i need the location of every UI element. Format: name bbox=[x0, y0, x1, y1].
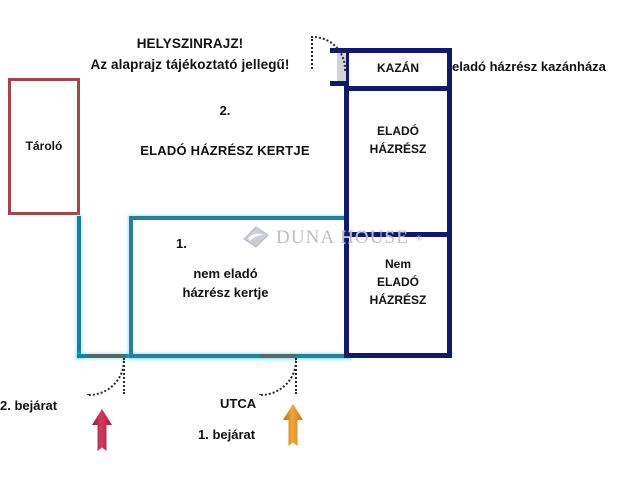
door-swing-arc-boiler-icon bbox=[311, 36, 346, 71]
garden1-label-line2: házrész kertje bbox=[182, 284, 269, 300]
door-leaf-entry1-icon bbox=[295, 358, 297, 394]
room-label-not-for-sale-line1: Nem bbox=[384, 257, 411, 271]
wall-divider-boiler bbox=[344, 86, 452, 91]
room-label-not-for-sale-line2: ELADÓ bbox=[377, 275, 419, 289]
entry1-label: 1. bejárat bbox=[198, 427, 256, 442]
garden1-label: nem eladó házrész kertje bbox=[143, 265, 308, 303]
entry1-arrow-icon bbox=[283, 404, 303, 446]
garden2-number: 2. bbox=[219, 103, 231, 118]
boiler-annotation: eladó házrész kazánháza bbox=[452, 59, 606, 74]
garden2-left-wall bbox=[77, 216, 81, 358]
door-leaf-boiler-icon bbox=[311, 36, 315, 69]
garden1-label-line1: nem eladó bbox=[193, 266, 258, 281]
door-leaf-entry2-icon bbox=[123, 358, 125, 394]
entry2-label: 2. bejárat bbox=[0, 398, 58, 413]
house-outline bbox=[344, 48, 452, 358]
garden2-label: ELADÓ HÁZRÉSZ KERTJE bbox=[140, 143, 310, 158]
street-label: UTCA bbox=[220, 396, 257, 411]
storage-building-outline bbox=[8, 78, 80, 215]
gate-opening-entry1 bbox=[260, 354, 296, 358]
gate-opening-entry2 bbox=[88, 354, 124, 358]
wall-divider-middle bbox=[344, 232, 452, 237]
room-label-not-for-sale-line3: HÁZRÉSZ bbox=[369, 293, 427, 307]
room-label-boiler: KAZÁN bbox=[377, 61, 419, 75]
plan-title-line2: Az alaprajz tájékoztató jellegű! bbox=[90, 56, 290, 72]
house-wall-stub-bottom bbox=[330, 81, 345, 86]
room-label-for-sale-line1: ELADÓ bbox=[377, 124, 419, 138]
storage-label: Tároló bbox=[25, 139, 63, 153]
door-swing-arc-entry1-icon bbox=[259, 358, 297, 396]
door-swing-arc-entry2-icon bbox=[87, 358, 125, 396]
room-label-not-for-sale: Nem ELADÓ HÁZRÉSZ bbox=[346, 255, 450, 309]
plan-title: HELYSZINRAJZ! Az alaprajz tájékoztató je… bbox=[60, 34, 320, 76]
room-label-for-sale-line2: HÁZRÉSZ bbox=[369, 142, 427, 156]
garden1-number: 1. bbox=[176, 236, 187, 251]
entry2-arrow-icon bbox=[92, 409, 112, 451]
room-label-for-sale: ELADÓ HÁZRÉSZ bbox=[346, 122, 450, 158]
plan-title-line1: HELYSZINRAJZ! bbox=[136, 36, 244, 51]
